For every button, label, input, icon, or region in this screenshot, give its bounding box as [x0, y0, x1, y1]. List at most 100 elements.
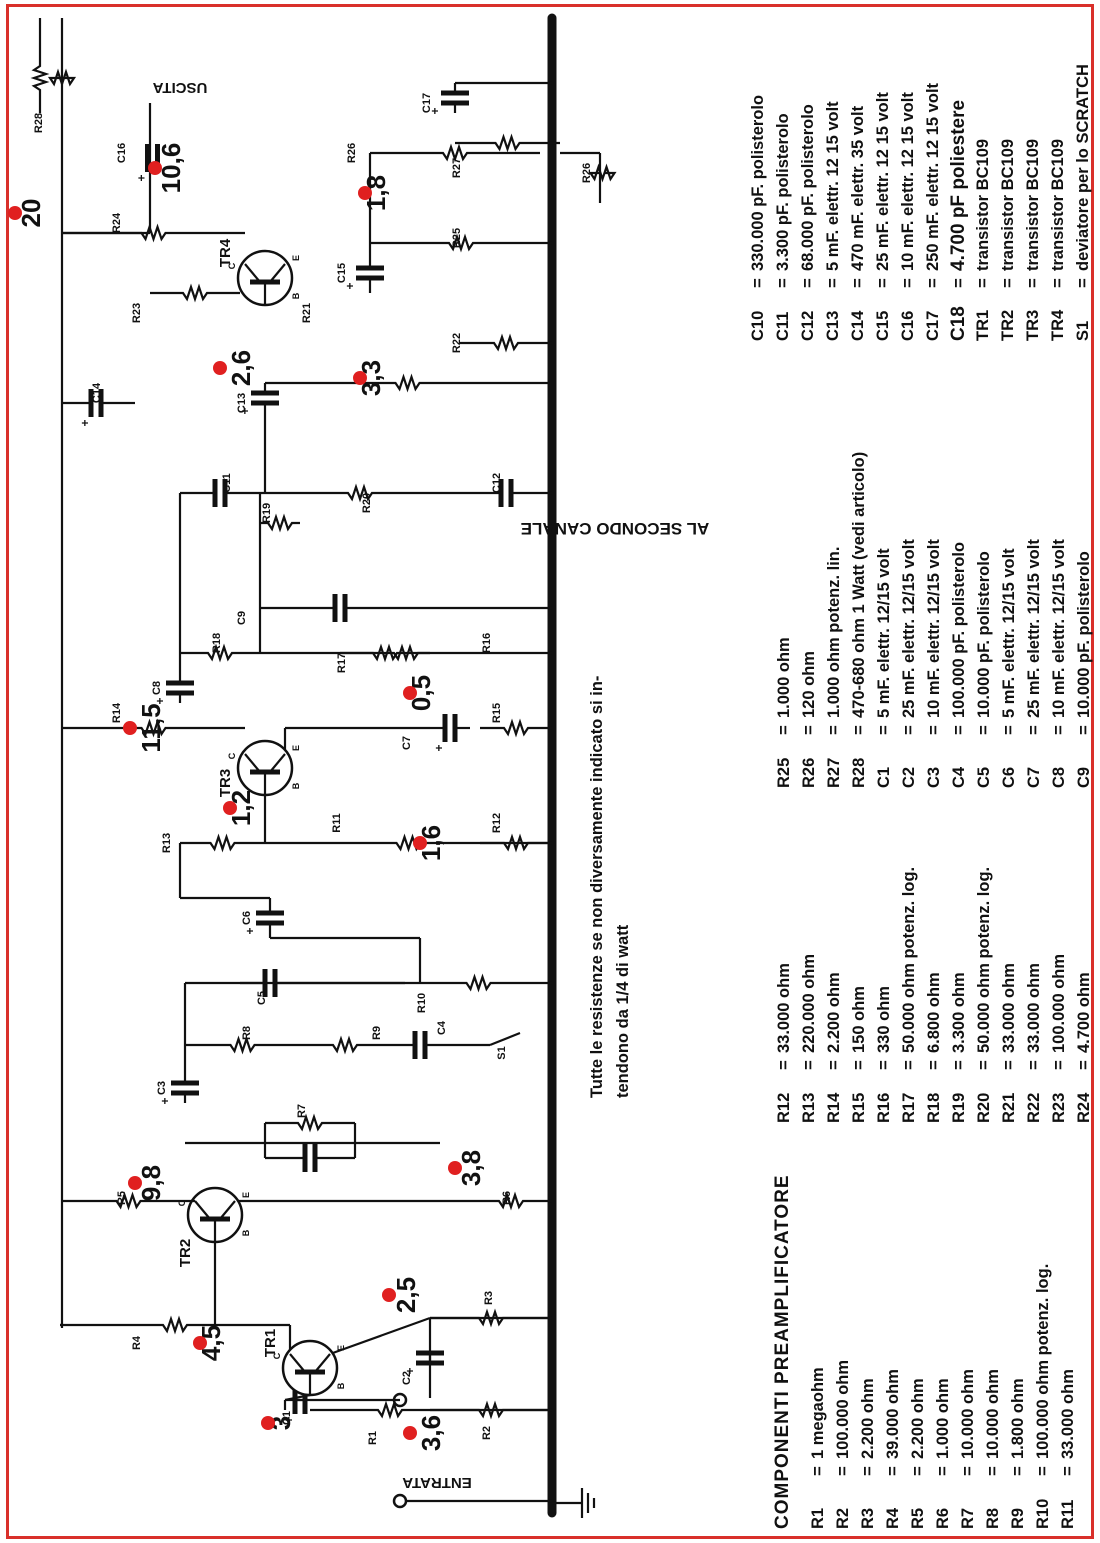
resistor-r13 — [180, 833, 265, 853]
part-eq: = — [950, 278, 968, 288]
part-eq: = — [1000, 1060, 1018, 1070]
resistor-note: Tutte le resistenze se non diversamente … — [584, 676, 636, 1098]
components — [30, 43, 617, 1420]
part-row-r14: R14=2.200 ohm — [822, 867, 847, 1123]
resistor-body — [430, 1400, 552, 1420]
resistor-r17 — [340, 643, 430, 663]
capacitor-label: C1 — [281, 1411, 293, 1425]
resistor-body — [60, 1315, 290, 1335]
capacitor-c6 — [256, 898, 284, 938]
part-value: 5 mF. elettr. 12 15 volt — [824, 101, 842, 271]
transistor-tr4 — [236, 249, 294, 307]
output-label: USCITA — [152, 79, 207, 96]
resistor-r25 — [370, 233, 552, 253]
part-ref: C5 — [975, 766, 993, 788]
part-row-c9: C9=10.000 pF. polisterolo — [1072, 452, 1097, 788]
base-mark: B — [241, 1229, 251, 1236]
part-value: 10 mF. elettr. 12/15 volt — [1050, 539, 1068, 718]
part-row-r20: R20=50.000 ohm potenz. log. — [972, 867, 997, 1123]
part-value: 2.200 ohm — [909, 1378, 927, 1459]
resistor-label: R26 — [346, 143, 358, 163]
part-value: 100.000 ohm potenz. log. — [1034, 1263, 1052, 1459]
part-ref: TR3 — [1024, 309, 1042, 341]
part-eq: = — [1000, 725, 1018, 735]
part-eq: = — [775, 725, 793, 735]
resistor-label: R4 — [131, 1335, 143, 1350]
part-value: 4.700 ohm — [1075, 972, 1093, 1053]
part-ref: TR4 — [1049, 309, 1067, 341]
part-row-c7: C7=25 mF. elettr. 12/15 volt — [1022, 452, 1047, 788]
part-row-r21: R21=33.000 ohm — [997, 867, 1022, 1123]
resistor-body — [260, 513, 300, 533]
part-row-r12: R12=33.000 ohm — [772, 867, 797, 1123]
resistor-r23 — [150, 283, 240, 303]
polarity-mark: + — [78, 419, 92, 426]
part-row-c3: C3=10 mF. elettr. 12/15 volt — [922, 452, 947, 788]
transistor-emitter — [269, 753, 286, 773]
voltage-v9: 11,5 — [136, 703, 166, 752]
capacitor-label: C5 — [256, 991, 268, 1005]
part-row-r25: R25=1.000 ohm — [772, 452, 797, 788]
part-eq: = — [1024, 278, 1042, 288]
part-row-c18: C18=4.700 pF poliestere — [946, 64, 971, 341]
polarity-mark: + — [135, 174, 149, 181]
resistor-label: R25 — [451, 228, 463, 248]
part-ref: R7 — [959, 1507, 977, 1529]
part-value: 50.000 ohm potenz. log. — [975, 866, 993, 1053]
part-value: transistor BC109 — [974, 138, 992, 271]
part-ref: R14 — [825, 1092, 843, 1123]
part-ref: C18 — [948, 306, 969, 341]
resistor-label: R5 — [116, 1191, 128, 1205]
resistor-r22 — [460, 333, 552, 353]
capacitor-c9 — [260, 594, 420, 622]
part-eq: = — [749, 278, 767, 288]
resistor-label: R22 — [451, 333, 463, 353]
resistor-body — [470, 1191, 552, 1211]
resistor-r12 — [480, 833, 552, 853]
transistor-tr2 — [186, 1186, 244, 1244]
voltage-dot — [358, 186, 372, 200]
capacitor-c11 — [180, 479, 260, 507]
part-value: 10 mF. elettr. 12 15 volt — [899, 92, 917, 271]
part-row-c6: C6=5 mF. elettr. 12/15 volt — [997, 452, 1022, 788]
part-eq: = — [999, 278, 1017, 288]
part-eq: = — [975, 1060, 993, 1070]
part-ref: C9 — [1075, 766, 1093, 788]
collector-mark: C — [272, 1352, 282, 1359]
resistor-label: R27 — [451, 158, 463, 178]
part-value: 100.000 pF. polisterolo — [950, 541, 968, 718]
part-ref: TR2 — [999, 309, 1017, 341]
voltage-dot — [413, 836, 427, 850]
capacitor-c3 — [171, 1073, 199, 1103]
part-ref: R5 — [909, 1507, 927, 1529]
part-eq: = — [900, 1060, 918, 1070]
part-eq: = — [859, 1466, 877, 1476]
voltage-dot — [8, 206, 22, 220]
transistor-label: TR3 — [217, 769, 234, 797]
part-row-tr4: TR4=transistor BC109 — [1046, 64, 1071, 341]
part-eq: = — [924, 278, 942, 288]
part-value: 120 ohm — [800, 651, 818, 718]
resistor-body — [260, 483, 460, 503]
part-eq: = — [875, 1060, 893, 1070]
transistor-label: TR2 — [177, 1239, 194, 1267]
part-value: 1.800 ohm — [1009, 1378, 1027, 1459]
part-ref: R26 — [800, 757, 818, 788]
input-label: ENTRATA — [402, 1474, 472, 1491]
resistor-body — [370, 233, 552, 253]
voltage-dot — [128, 1176, 142, 1190]
part-eq: = — [800, 725, 818, 735]
part-value: deviatore per lo SCRATCH — [1074, 64, 1092, 271]
resistor-label: R2 — [481, 1426, 493, 1440]
capacitor-c15 — [356, 253, 384, 293]
resistor-r6 — [470, 1191, 552, 1211]
collector-mark: C — [227, 262, 237, 269]
wire — [329, 1316, 431, 1356]
part-ref: R19 — [950, 1092, 968, 1123]
resistor-body — [370, 143, 540, 163]
part-eq: = — [1075, 1060, 1093, 1070]
part-ref: C3 — [925, 766, 943, 788]
part-value: 470 mF. elettr. 35 volt — [849, 105, 867, 271]
part-ref: R3 — [859, 1507, 877, 1529]
